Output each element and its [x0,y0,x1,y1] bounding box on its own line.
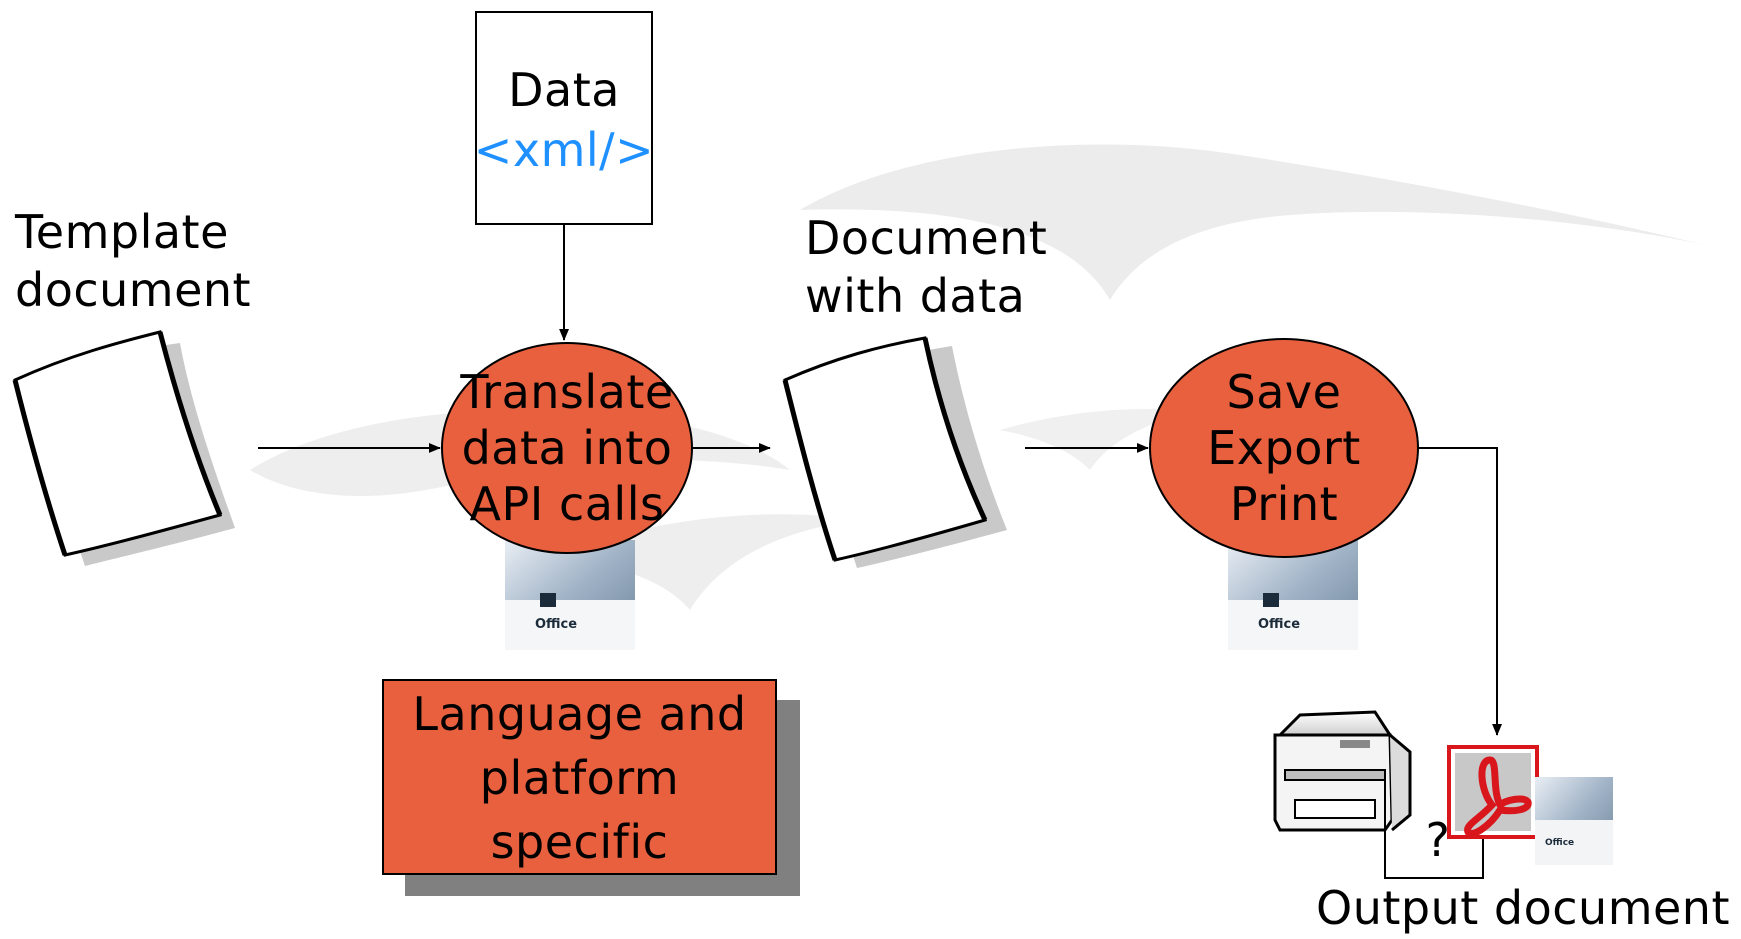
office-product-box-1: Office [505,540,635,650]
language-note [382,679,800,896]
svg-text:Office: Office [1545,838,1574,848]
office-product-box-3: Office [1535,777,1613,865]
language-note-line3: specific [490,815,669,869]
document-with-data-label-line2: with data [805,269,1026,323]
output-document-label: Output document [1316,881,1730,935]
data-box-xml: <xml/> [473,123,655,177]
svg-text:Office: Office [535,617,577,632]
save-step-line3: Print [1229,477,1339,531]
language-note-line2: platform [479,751,680,805]
document-with-data-icon [782,336,1007,568]
pdf-icon [1447,745,1539,839]
data-box [475,11,653,225]
translate-step-line3: API calls [469,477,665,531]
arrow-save-to-output [1418,447,1502,736]
office-product-box-2: Office [1228,540,1358,650]
template-document-label-line2: document [15,263,252,317]
translate-step-line2: data into [461,421,673,475]
output-bracket [1384,780,1484,879]
printer-icon [1273,710,1412,832]
translate-step-line1: Translate [460,365,674,419]
unknown-output-marker: ? [1425,813,1451,867]
template-document-icon [12,330,235,566]
save-step-line2: Export [1207,421,1361,475]
data-box-title: Data [508,63,620,117]
document-with-data-label-line1: Document [805,211,1048,265]
template-document-label-line1: Template [15,205,229,259]
language-note-line1: Language and [412,687,747,741]
save-step-line1: Save [1226,365,1342,419]
svg-text:Office: Office [1258,617,1300,632]
